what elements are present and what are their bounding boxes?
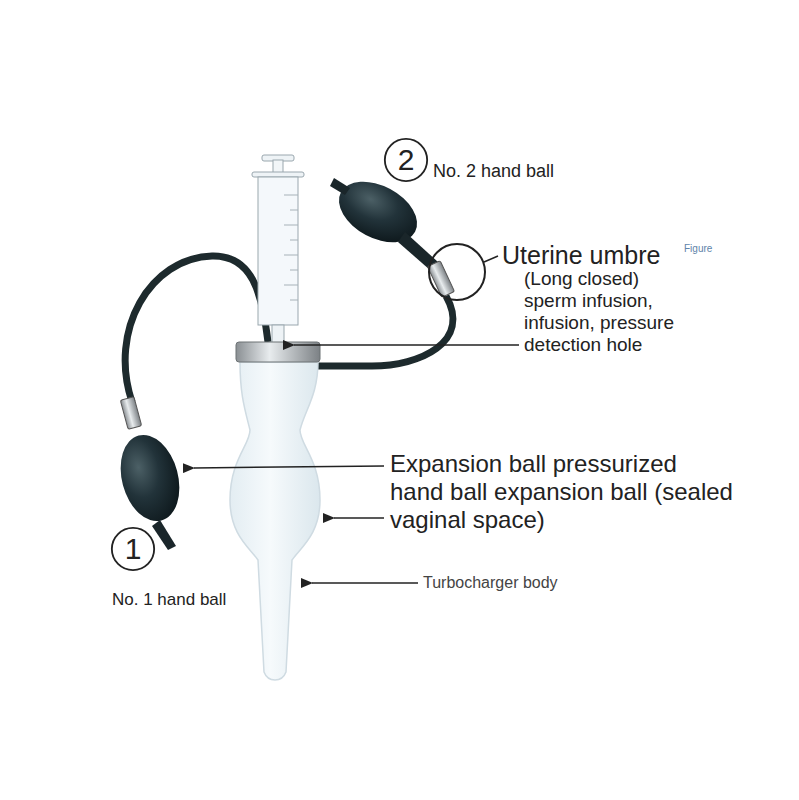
hand-ball	[112, 397, 189, 550]
part-label: (Long closed) sperm infusion, infusion, …	[524, 268, 674, 356]
syringe	[252, 155, 304, 343]
callout-number: 2	[383, 137, 429, 183]
watermark: Figure	[684, 243, 712, 255]
part-label: No. 2 hand ball	[433, 160, 554, 182]
callout-digit: 2	[398, 145, 415, 175]
callout-digit: 1	[125, 534, 142, 564]
leader-line	[312, 582, 418, 584]
part-label: Uterine umbre	[502, 240, 660, 270]
leader-line	[194, 466, 384, 468]
callout-circle	[429, 244, 485, 300]
part-label: Expansion ball pressurized hand ball exp…	[390, 450, 735, 534]
device-body	[230, 362, 320, 680]
hand-ball	[329, 169, 455, 297]
leader-line	[484, 256, 498, 262]
leader-line	[334, 517, 384, 519]
part-label: Turbocharger body	[423, 573, 558, 592]
callout-number: 1	[110, 526, 156, 572]
part-label: No. 1 hand ball	[112, 590, 226, 610]
leader-line	[294, 344, 519, 346]
tube	[318, 296, 453, 366]
